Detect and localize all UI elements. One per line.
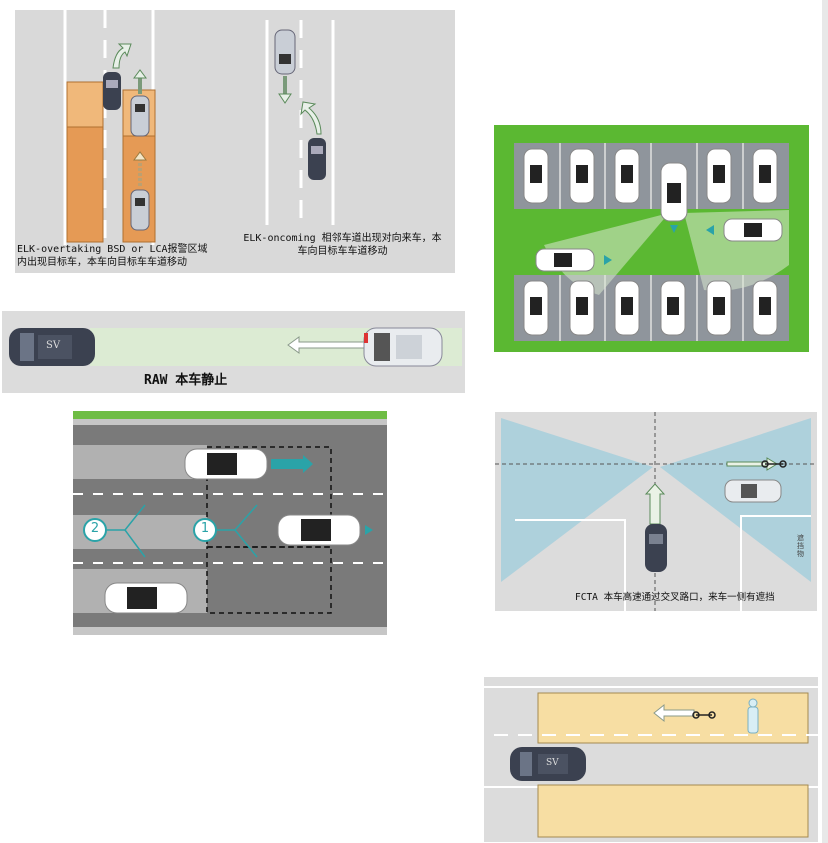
crossing-car-left (535, 248, 595, 272)
crossing-car-fcta (724, 479, 782, 503)
target-car-1 (130, 95, 150, 137)
raw-caption: RAW 本车静止 (144, 373, 228, 388)
marker-1-circle (193, 518, 217, 542)
crossing-bicycle (761, 460, 787, 468)
elk-oncoming-caption: ELK-oncoming 相邻车道出现对向来车，本 车向目标车车道移动 (243, 233, 442, 257)
car-bottom (104, 582, 188, 614)
fcta-scene (495, 412, 817, 611)
elk-panel: ELK-overtaking BSD or LCA报警区域 内出现目标车，本车向… (15, 10, 455, 273)
ego-car-reversing (660, 162, 688, 222)
pedestrian-figure (747, 698, 759, 734)
fcta-side-label: 遮挡物 (797, 534, 804, 558)
sv-label-pedestrian: SV (546, 758, 559, 768)
elk-overtaking-caption: ELK-overtaking BSD or LCA报警区域 内出现目标车，本车向… (17, 244, 208, 268)
marker-2-circle (83, 518, 107, 542)
target-car-2 (130, 189, 150, 231)
fcta-zone-left (501, 418, 653, 582)
lane-change-arrow (112, 43, 132, 69)
fcta-caption: FCTA 本车高速通过交叉路口，来车一侧有遮挡 (575, 592, 775, 603)
crossing-car-right (723, 218, 783, 242)
ego-car-overtaking (103, 72, 121, 110)
elk-scene (63, 10, 335, 245)
marker-1-label: 1 (200, 521, 210, 536)
approaching-car-raw (363, 327, 443, 367)
car-top (184, 448, 268, 480)
lane-scene (73, 411, 387, 635)
car-middle (277, 514, 361, 546)
lane-panel: 2 1 (73, 411, 387, 635)
pedestrian-panel: SV (484, 677, 818, 842)
ego-car-oncoming (308, 138, 326, 180)
sv-car-pedestrian (510, 747, 586, 781)
fcta-panel: 遮挡物 FCTA 本车高速通过交叉路口，来车一侧有遮挡 (495, 412, 817, 611)
marker-2-label: 2 (90, 521, 100, 536)
warning-zone-lower (537, 784, 809, 838)
oncoming-car (274, 29, 296, 75)
sv-label-raw: SV (46, 340, 61, 351)
pedestrian-scene (484, 686, 818, 838)
raw-panel: SV RAW 本车静止 (2, 311, 465, 393)
ego-car-fcta (645, 524, 667, 572)
parking-panel (494, 125, 809, 352)
page-edge (822, 0, 828, 843)
sv-car-raw (9, 328, 95, 366)
raw-scene (9, 327, 462, 367)
cyclist (692, 711, 716, 719)
sensor-zone-left (544, 213, 669, 295)
parking-scene (514, 143, 789, 341)
